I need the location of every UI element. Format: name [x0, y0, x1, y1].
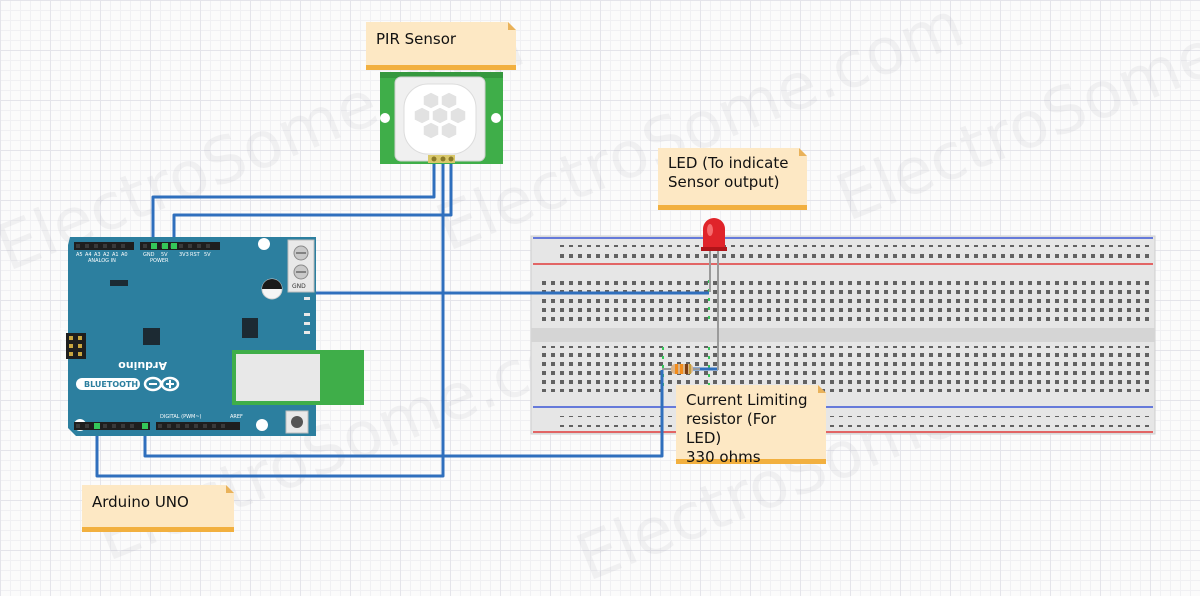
- board-power-label: POWER: [150, 258, 169, 264]
- led-label: LED (To indicate Sensor output): [658, 148, 807, 210]
- board-power-pin-labels: A5 A4 A3 A2 A1 A0 GND 5V 3V3 RST 5V: [76, 252, 211, 258]
- board-bluetooth-label: BLUETOOTH: [84, 380, 138, 389]
- pir-sensor: [380, 72, 503, 164]
- wire-pir-vcc: [172, 160, 453, 246]
- wire-pir-gnd: [151, 160, 436, 246]
- breadboard: [530, 235, 1156, 435]
- arduino-board: [66, 237, 364, 436]
- pin-label: A0: [121, 252, 128, 258]
- board-brand: Arduino: [118, 359, 167, 372]
- pin-label: 5V: [161, 252, 168, 258]
- pin-label: A3: [94, 252, 101, 258]
- pin-label: A4: [85, 252, 92, 258]
- pir-sensor-label: PIR Sensor: [366, 22, 516, 70]
- arduino-label: Arduino UNO: [82, 485, 234, 532]
- board-aref-label: AREF: [230, 414, 243, 420]
- wire-pin-resistor: [143, 370, 664, 458]
- diagram-canvas: Arduino BLUETOOTH ICSP ANALOG IN POWER D…: [58, 72, 1156, 478]
- pin-label: GND: [143, 252, 155, 258]
- board-digital-label: DIGITAL (PWM~): [160, 414, 202, 420]
- resistor: [662, 364, 700, 374]
- led: [701, 218, 727, 370]
- resistor-label: Current Limiting resistor (For LED) 330 …: [676, 385, 826, 464]
- board-icsp-label: ICSP: [58, 328, 65, 342]
- pin-label: 3V3: [179, 252, 189, 258]
- board-gnd-terminal-label: GND: [292, 283, 306, 290]
- pin-label: RST: [190, 252, 201, 258]
- board-analog-label: ANALOG IN: [88, 258, 116, 264]
- pin-label: A1: [112, 252, 119, 258]
- pin-label: A2: [103, 252, 110, 258]
- pin-label: A5: [76, 252, 83, 258]
- wire-pir-out: [95, 160, 445, 478]
- pin-label: 5V: [204, 252, 211, 258]
